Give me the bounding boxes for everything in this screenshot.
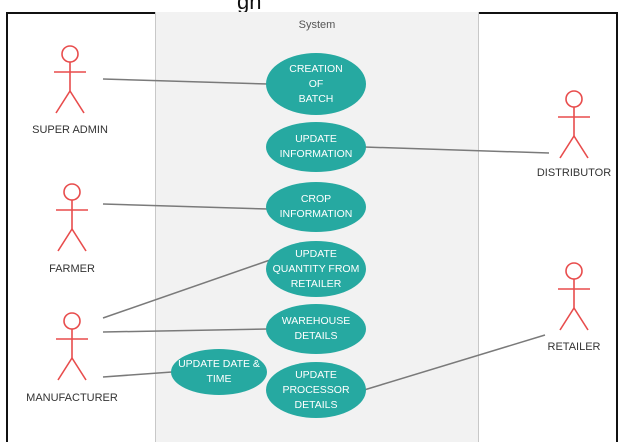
association-farmer-to-crop-information <box>102 203 269 210</box>
use-case-crop-information[interactable]: CROP INFORMATION <box>266 182 366 232</box>
association-distributor-to-update-information <box>363 146 550 154</box>
use-case-label: CREATION OF BATCH <box>289 62 343 105</box>
use-case-update-information[interactable]: UPDATE INFORMATION <box>266 122 366 172</box>
use-case-update-processor-details[interactable]: UPDATE PROCESSOR DETAILS <box>266 362 366 418</box>
actor-manufacturer-label: MANUFACTURER <box>26 392 118 404</box>
use-case-update-quantity-from-retailer[interactable]: UPDATE QUANTITY FROM RETAILER <box>266 241 366 297</box>
association-manufacturer-to-update-quantity-from-retailer <box>102 259 271 319</box>
actor-farmer-label: FARMER <box>49 263 95 275</box>
association-super-admin-to-creation-of-batch <box>102 78 269 85</box>
association-retailer-to-update-processor-details <box>363 334 546 391</box>
use-case-warehouse-details[interactable]: WAREHOUSE DETAILS <box>266 304 366 354</box>
actor-manufacturer-icon[interactable] <box>52 312 92 384</box>
actor-distributor-icon[interactable] <box>554 90 594 162</box>
actor-retailer-icon[interactable] <box>554 262 594 334</box>
actor-super-admin-icon[interactable] <box>50 45 90 117</box>
use-case-label: UPDATE PROCESSOR DETAILS <box>282 368 350 411</box>
system-label: System <box>298 19 336 31</box>
diagram-title-clip: gn <box>0 0 626 12</box>
actor-retailer-label: RETAILER <box>547 341 601 353</box>
actor-distributor-label: DISTRIBUTOR <box>536 167 612 179</box>
association-manufacturer-to-update-date-time <box>102 371 173 378</box>
use-case-creation-of-batch[interactable]: CREATION OF BATCH <box>266 53 366 115</box>
actor-super-admin-label: SUPER ADMIN <box>32 124 108 136</box>
use-case-label: WAREHOUSE DETAILS <box>281 315 351 342</box>
use-case-label: CROP INFORMATION <box>279 193 353 220</box>
association-manufacturer-to-warehouse-details <box>102 328 269 333</box>
use-case-label: UPDATE DATE & TIME <box>178 358 260 385</box>
use-case-label: UPDATE INFORMATION <box>279 133 353 160</box>
actor-farmer-icon[interactable] <box>52 183 92 255</box>
use-case-update-date-time[interactable]: UPDATE DATE & TIME <box>171 349 267 395</box>
use-case-label: UPDATE QUANTITY FROM RETAILER <box>272 247 360 290</box>
diagram-title-fragment: gn <box>237 0 261 12</box>
